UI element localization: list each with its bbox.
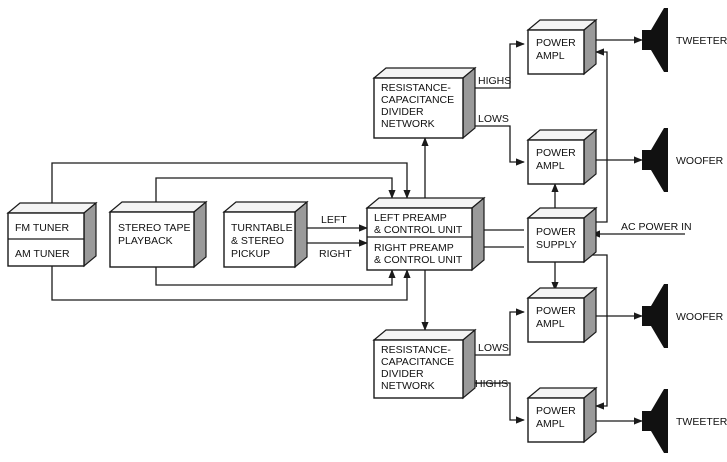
power-amp-woofer-bottom: POWER AMPL (526, 286, 598, 344)
stereo-tape-label-1: STEREO TAPE (118, 222, 191, 234)
right-preamp-label-1: RIGHT PREAMP (374, 242, 454, 254)
wire-tape-to-preamp (155, 177, 396, 210)
wire-fm-to-preamp (51, 162, 411, 210)
speaker-tweeter-bottom: TWEETER (642, 389, 727, 453)
wire-rc-top-highs (463, 40, 525, 89)
amp3-label-1: POWER (536, 305, 576, 317)
stereo-tape-label-2: PLAYBACK (118, 235, 173, 247)
rc-top-label-4: NETWORK (381, 118, 435, 130)
label-ac-power-in: AC POWER IN (621, 221, 692, 233)
fm-tuner-label: FM TUNER (15, 222, 69, 234)
wire-supply-bus-top (592, 48, 608, 223)
rc-bottom-label-4: NETWORK (381, 380, 435, 392)
woofer-top-label: WOOFER (676, 155, 724, 167)
wire-tape-to-preamp-right (155, 266, 396, 286)
amp2-label-2: AMPL (536, 160, 565, 172)
rc-bottom-label-2: CAPACITANCE (381, 356, 454, 368)
speaker-tweeter-top: TWEETER (642, 8, 727, 72)
right-preamp-label-2: & CONTROL UNIT (374, 254, 463, 266)
rc-divider-bottom-block: RESISTANCE- CAPACITANCE DIVIDER NETWORK (372, 328, 477, 400)
label-highs-bottom: HIGHS (475, 378, 508, 390)
amp4-label-2: AMPL (536, 418, 565, 430)
wire-supply-bus-bottom (592, 254, 608, 410)
amp4-label-1: POWER (536, 405, 576, 417)
power-supply-block: POWER SUPPLY (526, 206, 598, 264)
turntable-block: TURNTABLE & STEREO PICKUP (222, 200, 309, 269)
turntable-label-1: TURNTABLE (231, 222, 293, 234)
left-preamp-label-2: & CONTROL UNIT (374, 224, 463, 236)
rc-bottom-label-3: DIVIDER (381, 368, 424, 380)
label-lows-top: LOWS (478, 113, 509, 125)
rc-top-label-3: DIVIDER (381, 106, 424, 118)
wire-rc-bottom-highs (463, 382, 525, 424)
preamp-control-block: LEFT PREAMP & CONTROL UNIT RIGHT PREAMP … (365, 196, 486, 272)
label-right: RIGHT (319, 248, 352, 260)
fm-am-tuner-block: FM TUNER AM TUNER (6, 201, 98, 268)
speaker-woofer-bottom: WOOFER (642, 284, 724, 348)
speaker-woofer-top: WOOFER (642, 128, 724, 192)
rc-bottom-label-1: RESISTANCE- (381, 344, 451, 356)
turntable-label-3: PICKUP (231, 248, 270, 260)
wire-rc-top-lows (463, 125, 525, 166)
woofer-bottom-label: WOOFER (676, 311, 724, 323)
rc-divider-top-block: RESISTANCE- CAPACITANCE DIVIDER NETWORK (372, 66, 477, 140)
power-supply-label-1: POWER (536, 226, 576, 238)
rc-top-label-2: CAPACITANCE (381, 94, 454, 106)
amp1-label-1: POWER (536, 37, 576, 49)
power-amp-tweeter-bottom: POWER AMPL (526, 386, 598, 444)
am-tuner-label: AM TUNER (15, 248, 70, 260)
wire-am-to-preamp (51, 266, 411, 301)
wire-rc-bottom-lows (463, 308, 525, 356)
label-lows-bottom: LOWS (478, 342, 509, 354)
tweeter-bottom-label: TWEETER (676, 416, 727, 428)
amp2-label-1: POWER (536, 147, 576, 159)
power-amp-woofer-top: POWER AMPL (526, 128, 598, 186)
rc-top-label-1: RESISTANCE- (381, 82, 451, 94)
power-amp-tweeter-top: POWER AMPL (526, 18, 598, 76)
turntable-label-2: & STEREO (231, 235, 284, 247)
amp3-label-2: AMPL (536, 318, 565, 330)
label-highs-top: HIGHS (478, 75, 511, 87)
power-supply-label-2: SUPPLY (536, 239, 577, 251)
label-left: LEFT (321, 214, 347, 226)
amp1-label-2: AMPL (536, 50, 565, 62)
left-preamp-label-1: LEFT PREAMP (374, 212, 447, 224)
stereo-tape-block: STEREO TAPE PLAYBACK (108, 200, 208, 269)
wire-labels: LEFT RIGHT HIGHS LOWS LOWS HIGHS AC POWE… (319, 75, 692, 390)
tweeter-top-label: TWEETER (676, 35, 727, 47)
